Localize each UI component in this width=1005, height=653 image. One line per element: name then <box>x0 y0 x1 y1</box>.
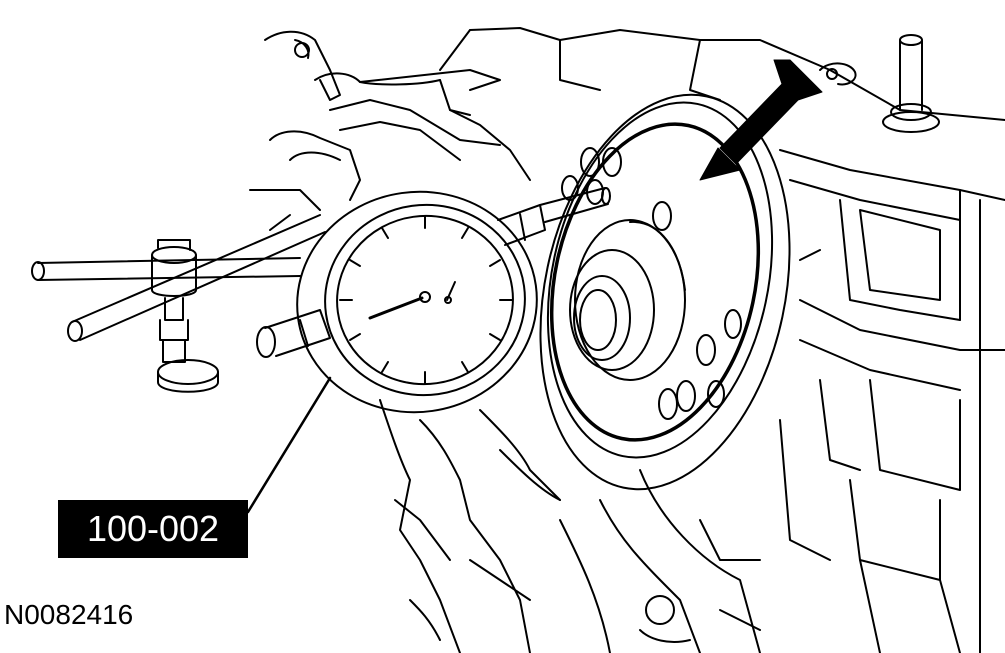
dial-indicator-icon <box>256 187 611 414</box>
figure-id: N0082416 <box>4 599 134 630</box>
indicator-stand <box>31 214 326 393</box>
engine-block <box>439 27 1005 653</box>
engine-bracket <box>249 30 561 653</box>
arrow-icon <box>699 59 823 181</box>
callout-leader-line <box>246 376 332 514</box>
crankshaft-flange <box>539 93 791 491</box>
tool-number-label: 100-002 <box>58 500 248 558</box>
